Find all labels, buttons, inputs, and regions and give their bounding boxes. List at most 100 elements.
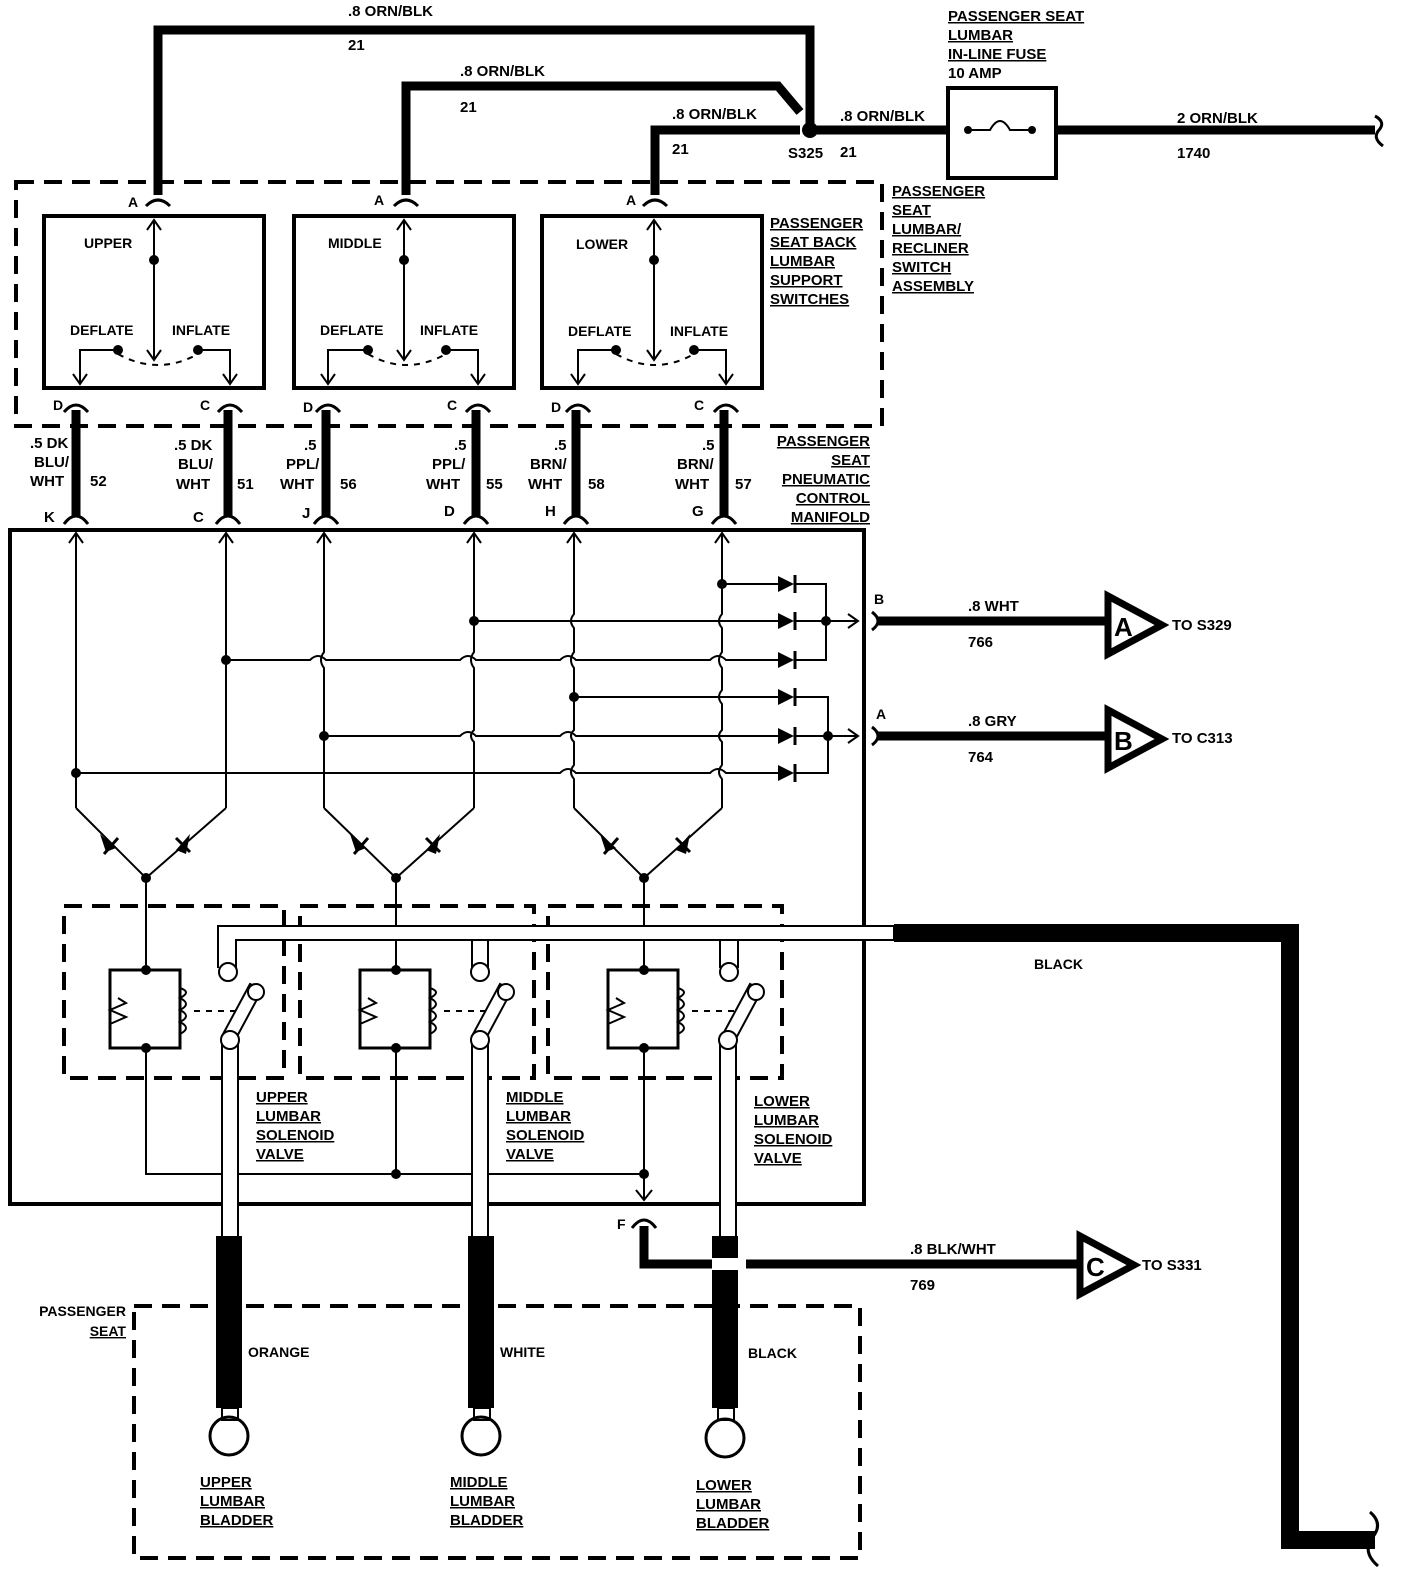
switch-lower-name: LOWER <box>576 236 628 252</box>
hose-break-icon <box>1366 1510 1380 1568</box>
switch-lower-inflate: INFLATE <box>670 323 728 339</box>
link-58-l3: WHT <box>528 476 562 493</box>
solenoid-valves <box>62 904 784 1080</box>
link-55-circuit: 55 <box>486 476 503 493</box>
output-connector-c <box>630 1218 1142 1300</box>
link-55-l3: WHT <box>426 476 460 493</box>
seat-label-1: PASSENGER <box>39 1303 126 1319</box>
link-52-circuit: 52 <box>90 473 107 490</box>
black-hose-label: BLACK <box>1034 956 1083 972</box>
link-58-circuit: 58 <box>588 476 605 493</box>
seat-label-2: SEAT <box>90 1323 127 1339</box>
manifold-internal-wiring <box>68 531 860 1202</box>
bladder-middle-label-3: BLADDER <box>450 1512 523 1529</box>
valve-lower-label-1: LOWER <box>754 1093 810 1110</box>
wire-upper-label: .8 ORN/BLK <box>348 3 433 20</box>
link-57-l1: .5 <box>702 437 715 454</box>
switches-label-2: SEAT BACK <box>770 234 857 251</box>
switch-middle-name: MIDDLE <box>328 235 382 251</box>
link-52-l1: .5 DK <box>30 435 69 452</box>
feed-circuit-in-label: 21 <box>840 144 857 161</box>
circuit-upper-label: 21 <box>348 37 365 54</box>
hoses <box>216 1236 760 1408</box>
switch-middle-pin-c: C <box>447 397 457 413</box>
manifold-label-5: MANIFOLD <box>791 509 870 526</box>
link-56-l1: .5 <box>304 437 317 454</box>
output-b-to: TO C313 <box>1172 730 1233 747</box>
output-connector-a <box>871 590 1170 660</box>
output-c-pin: F <box>617 1216 626 1232</box>
manifold-outline <box>8 528 866 1206</box>
circuit-lower-label: 21 <box>672 141 689 158</box>
switch-assembly-label-3: LUMBAR/ <box>892 221 962 238</box>
link-56-circuit: 56 <box>340 476 357 493</box>
fuse-title-2: LUMBAR <box>948 27 1013 44</box>
output-c-circuit: 769 <box>910 1277 935 1294</box>
switches-label-1: PASSENGER <box>770 215 863 232</box>
switch-middle-deflate: DEFLATE <box>320 322 384 338</box>
switch-assembly-label-2: SEAT <box>892 202 931 219</box>
switch-upper-deflate: DEFLATE <box>70 322 134 338</box>
link-56-pin: J <box>302 505 310 522</box>
bladder-middle-label-2: LUMBAR <box>450 1493 515 1510</box>
switch-upper-inflate: INFLATE <box>172 322 230 338</box>
link-58-pin: H <box>545 503 556 520</box>
link-55-l2: PPL/ <box>432 456 466 473</box>
feed-wire-out-label: 2 ORN/BLK <box>1177 110 1258 127</box>
bladder-lower-label-1: LOWER <box>696 1477 752 1494</box>
bladder-middle-label-1: MIDDLE <box>450 1474 508 1491</box>
link-51-l3: WHT <box>176 476 210 493</box>
valve-upper-label-1: UPPER <box>256 1089 308 1106</box>
valve-upper-label-4: VALVE <box>256 1146 304 1163</box>
valve-lower-label-3: SOLENOID <box>754 1131 833 1148</box>
black-hose-external <box>894 924 1375 1549</box>
link-57-l2: BRN/ <box>677 456 714 473</box>
bladder-upper-label-2: LUMBAR <box>200 1493 265 1510</box>
switch-assembly-label-1: PASSENGER <box>892 183 985 200</box>
link-51-l1: .5 DK <box>174 437 213 454</box>
splice-s325-dot <box>802 122 818 138</box>
fuse-title-3: IN-LINE FUSE <box>948 46 1046 63</box>
link-52-pin: K <box>44 509 55 526</box>
output-a-wire: .8 WHT <box>968 598 1019 615</box>
switch-assembly-outline <box>14 180 884 428</box>
manifold-label-1: PASSENGER <box>777 433 870 450</box>
link-55-l1: .5 <box>454 437 467 454</box>
valve-middle-label-1: MIDDLE <box>506 1089 564 1106</box>
output-a-letter: A <box>1114 612 1133 642</box>
valve-lower-label-4: VALVE <box>754 1150 802 1167</box>
switch-upper-pin-d: D <box>53 397 63 413</box>
switch-middle-pin-d: D <box>303 399 313 415</box>
link-57-pin: G <box>692 503 704 520</box>
switch-upper-pin-a: A <box>128 194 138 210</box>
switch-upper-pin-c: C <box>200 397 210 413</box>
switch-lower-pin-a: A <box>626 192 636 208</box>
wire-lower-label: .8 ORN/BLK <box>672 106 757 123</box>
output-b-pin: A <box>876 706 886 722</box>
circuit-middle-label: 21 <box>460 99 477 116</box>
switch-upper-name: UPPER <box>84 235 132 251</box>
output-c-wire: .8 BLK/WHT <box>910 1241 996 1258</box>
switch-assembly-label-6: ASSEMBLY <box>892 278 974 295</box>
switch-assembly-label-5: SWITCH <box>892 259 951 276</box>
bladder-upper-label-3: BLADDER <box>200 1512 273 1529</box>
link-52-l2: BLU/ <box>34 454 70 471</box>
manifold-label-3: PNEUMATIC <box>782 471 870 488</box>
switch-assembly-label-4: RECLINER <box>892 240 969 257</box>
output-b-circuit: 764 <box>968 749 994 766</box>
link-56-l2: PPL/ <box>286 456 320 473</box>
switches-label-5: SWITCHES <box>770 291 849 308</box>
switches-label-3: LUMBAR <box>770 253 835 270</box>
valve-middle-label-4: VALVE <box>506 1146 554 1163</box>
fuse-title-4: 10 AMP <box>948 65 1002 82</box>
switch-lower-deflate: DEFLATE <box>568 323 632 339</box>
link-wiring <box>62 410 738 525</box>
valve-middle-label-3: SOLENOID <box>506 1127 585 1144</box>
fuse-title-1: PASSENGER SEAT <box>948 8 1084 25</box>
feed-wiring <box>153 25 1384 195</box>
feed-circuit-out-label: 1740 <box>1177 145 1210 162</box>
valve-lower-label-2: LUMBAR <box>754 1112 819 1129</box>
switch-middle-inflate: INFLATE <box>420 322 478 338</box>
valve-upper-label-3: SOLENOID <box>256 1127 335 1144</box>
